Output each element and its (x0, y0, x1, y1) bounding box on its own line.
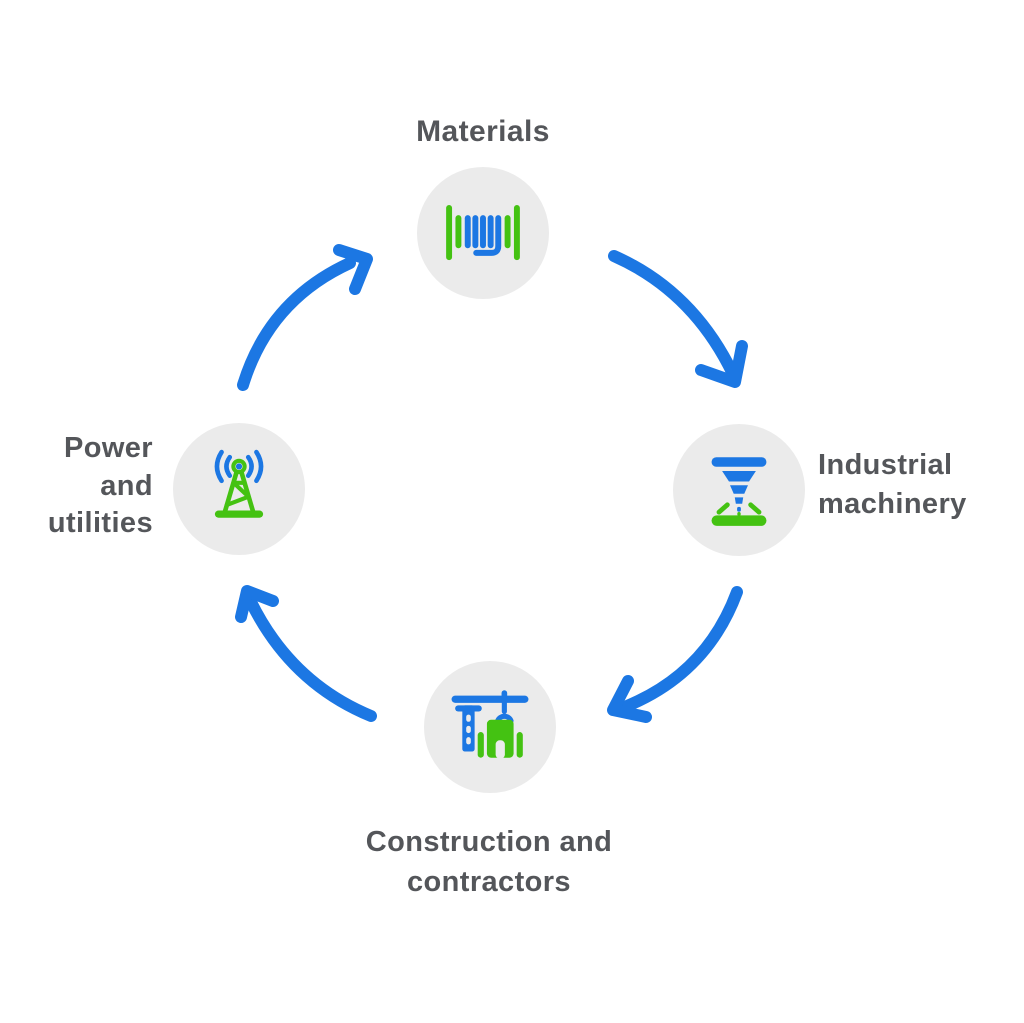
node-construction-contractors (424, 661, 556, 793)
materials-label-line: Materials (416, 115, 550, 148)
materials-label: Materials (368, 112, 598, 152)
construction-label-line-2: contractors (407, 866, 571, 898)
arrow-construction-to-power (235, 585, 377, 722)
node-materials (417, 167, 549, 299)
power-label-line-1: Power (63, 432, 153, 464)
industrial-label-line-1: Industrial (818, 449, 953, 481)
power-label-line-3: utilities (47, 507, 153, 539)
construction-label-line-1: Construction and (365, 826, 613, 858)
power-utilities-label: Power and utilities (0, 430, 153, 543)
crane-building-icon (451, 690, 529, 759)
arrow-materials-to-industrial (608, 250, 748, 388)
node-power-utilities (173, 423, 305, 555)
transmission-tower-icon (214, 449, 264, 518)
construction-contractors-label: Construction and contractors (289, 822, 689, 902)
cable-spool-icon (446, 204, 520, 260)
industrial-label-line-2: machinery (818, 488, 967, 520)
arrow-industrial-to-construction (607, 586, 743, 723)
node-industrial-machinery (673, 424, 805, 556)
industrial-machinery-label: Industrial machinery (818, 446, 1018, 524)
power-label-line-2: and (100, 469, 153, 502)
arrow-power-to-materials (237, 244, 373, 391)
laser-cutter-icon (711, 457, 767, 526)
